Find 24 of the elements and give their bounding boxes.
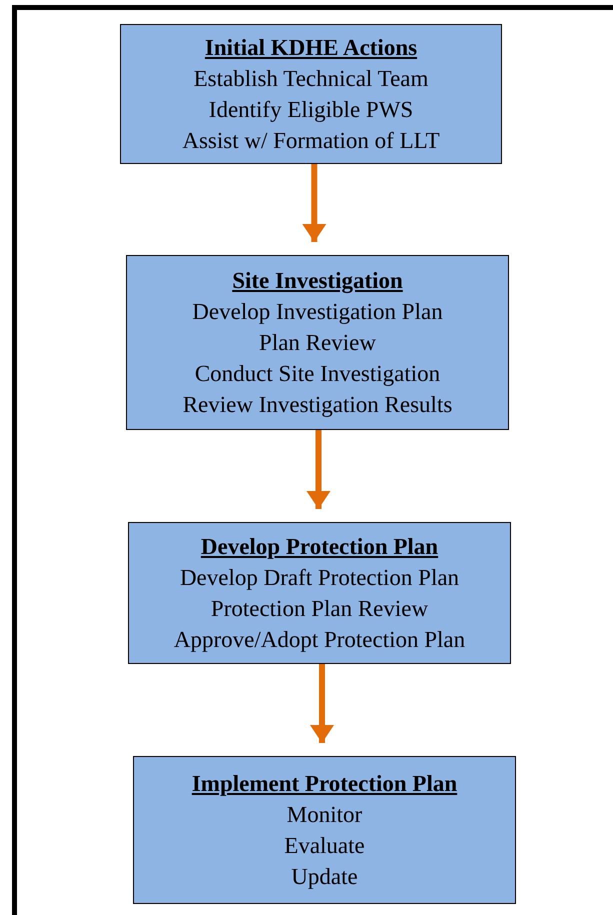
step-text: Assist w/ Formation of LLT bbox=[182, 127, 440, 155]
process-box bbox=[126, 255, 509, 430]
step-text: Plan Review bbox=[259, 329, 376, 357]
box-heading: Initial KDHE Actions bbox=[204, 34, 418, 62]
step-text: Develop Investigation Plan bbox=[192, 298, 443, 326]
box-heading: Develop Protection Plan bbox=[200, 533, 438, 561]
arrow bbox=[310, 664, 334, 743]
step-text: Identify Eligible PWS bbox=[208, 96, 414, 124]
step-text: Review Investigation Results bbox=[182, 391, 452, 419]
box-heading: Site Investigation bbox=[232, 267, 403, 296]
step-text: Monitor bbox=[286, 801, 362, 829]
process-box bbox=[133, 756, 516, 904]
arrow bbox=[302, 164, 326, 242]
step-text: Protection Plan Review bbox=[210, 595, 428, 623]
process-box bbox=[120, 24, 502, 164]
arrow bbox=[306, 430, 330, 509]
step-text: Develop Draft Protection Plan bbox=[180, 564, 460, 592]
step-text: Establish Technical Team bbox=[194, 65, 428, 93]
step-text: Update bbox=[291, 863, 358, 891]
step-text: Approve/Adopt Protection Plan bbox=[174, 626, 466, 654]
box-heading: Implement Protection Plan bbox=[192, 770, 458, 798]
step-text: Evaluate bbox=[284, 832, 365, 860]
step-text: Conduct Site Investigation bbox=[194, 360, 440, 388]
process-box bbox=[128, 522, 511, 664]
